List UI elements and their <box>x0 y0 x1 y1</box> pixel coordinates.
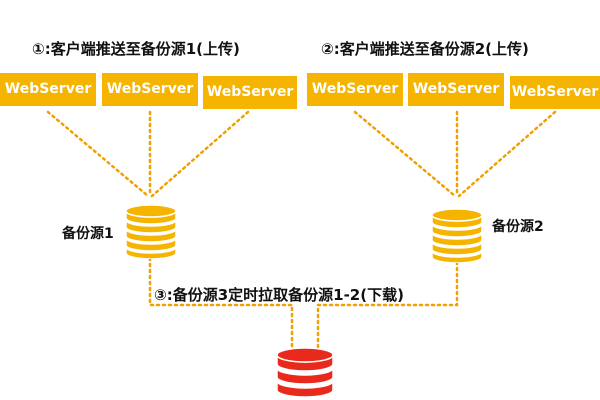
webserver-box: WebServer <box>510 76 600 109</box>
connector-line <box>46 110 150 198</box>
connector-line <box>150 110 250 198</box>
pull-step-label: ③:备份源3定时拉取备份源1-2(下载) <box>154 286 404 304</box>
connector-line <box>457 110 557 198</box>
webserver-box: WebServer <box>102 73 198 106</box>
group-1-title: ①:客户端推送至备份源1(上传) <box>32 40 240 58</box>
database-icon <box>125 204 177 259</box>
database-icon <box>431 208 483 263</box>
source-2-label: 备份源2 <box>492 219 544 235</box>
webserver-box: WebServer <box>203 76 297 109</box>
webserver-box: WebServer <box>307 73 403 106</box>
connector-line <box>316 260 459 349</box>
webserver-box: WebServer <box>408 73 504 106</box>
connector-line <box>148 256 294 349</box>
webserver-box: WebServer <box>0 73 96 106</box>
database-icon <box>276 347 334 398</box>
group-2-title: ②:客户端推送至备份源2(上传) <box>321 40 529 58</box>
source-1-label: 备份源1 <box>62 226 114 242</box>
connector-line <box>353 110 457 198</box>
